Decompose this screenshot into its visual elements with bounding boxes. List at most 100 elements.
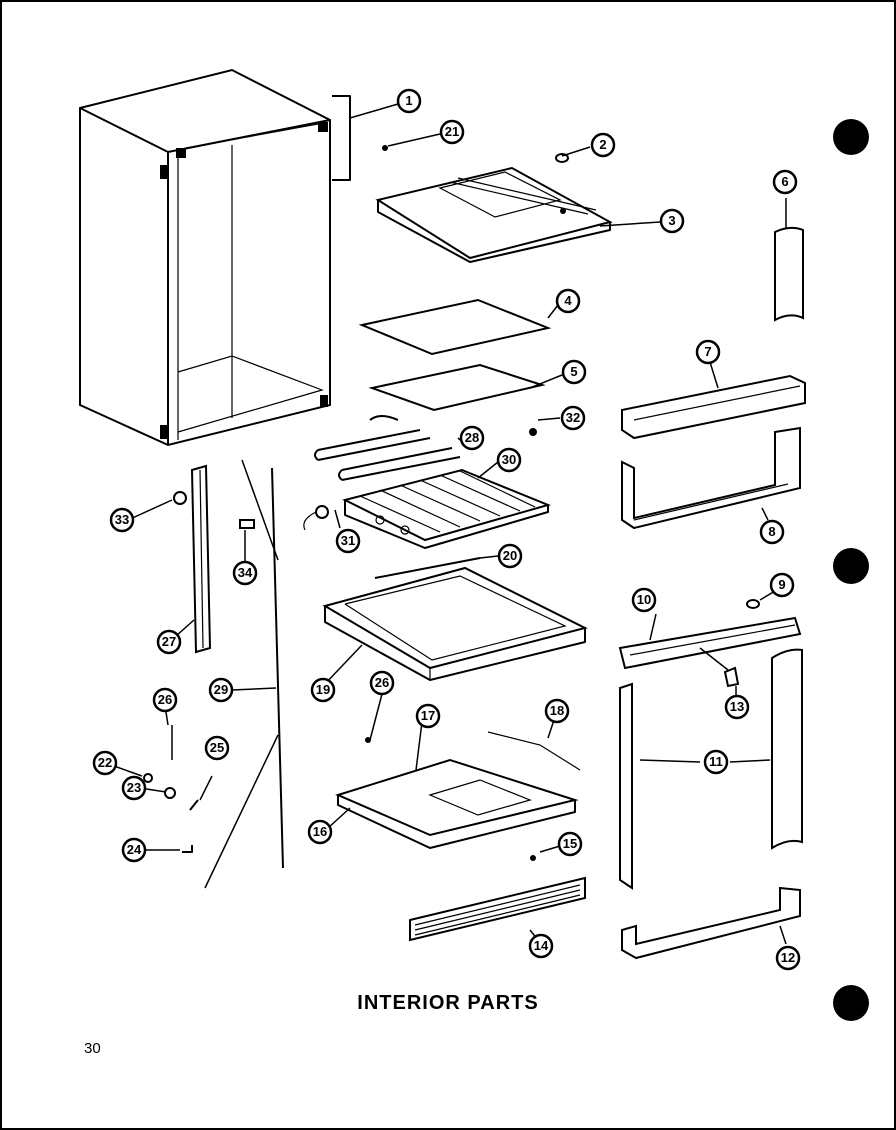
callout-18: 18 [544, 698, 570, 724]
svg-text:19: 19 [316, 682, 330, 697]
svg-text:9: 9 [778, 577, 785, 592]
svg-text:22: 22 [98, 755, 112, 770]
binder-hole-2 [833, 548, 869, 584]
washer-22 [143, 773, 153, 783]
evaporator-drain-pan-19 [322, 566, 588, 681]
svg-text:17: 17 [421, 708, 435, 723]
svg-text:26: 26 [158, 692, 172, 707]
callout-23: 23 [121, 775, 147, 801]
svg-text:34: 34 [238, 565, 253, 580]
binder-hole-3 [833, 985, 869, 1021]
callout-28: 28 [459, 425, 485, 451]
callout-30: 30 [496, 447, 522, 473]
svg-text:1: 1 [405, 93, 412, 108]
callout-26-middle: 26 [369, 670, 395, 696]
svg-text:32: 32 [566, 410, 580, 425]
door-shelf-end-6 [774, 226, 804, 322]
svg-text:24: 24 [127, 842, 142, 857]
svg-text:26: 26 [375, 675, 389, 690]
svg-text:13: 13 [730, 699, 744, 714]
drain-heater-20 [374, 557, 481, 579]
callout-5: 5 [561, 359, 587, 385]
clip-13 [723, 666, 740, 688]
callout-29: 29 [208, 677, 234, 703]
svg-text:8: 8 [768, 524, 775, 539]
svg-text:4: 4 [564, 293, 572, 308]
bearing-33 [173, 491, 187, 505]
door-shelf-10 [618, 616, 802, 670]
callout-26-left: 26 [152, 687, 178, 713]
svg-text:11: 11 [709, 754, 723, 769]
fitting-9 [746, 599, 760, 609]
page-number: 30 [84, 1040, 101, 1057]
defrost-heater-28 [314, 415, 461, 481]
callout-14: 14 [528, 933, 554, 959]
callout-15: 15 [557, 831, 583, 857]
svg-text:10: 10 [637, 592, 651, 607]
leader-line-upper [241, 459, 279, 561]
binder-hole-1 [833, 119, 869, 155]
freezer-floor-16 [335, 758, 579, 849]
callout-24: 24 [121, 837, 147, 863]
svg-text:2: 2 [599, 137, 606, 152]
callout-22: 22 [92, 750, 118, 776]
callout-6: 6 [772, 169, 798, 195]
clip-24 [182, 845, 193, 853]
plug-button-2 [555, 153, 569, 163]
svg-text:28: 28 [465, 430, 479, 445]
divider-post-27 [190, 464, 212, 654]
svg-text:33: 33 [115, 512, 129, 527]
leader-lines [113, 103, 787, 945]
evaporator-cover [375, 166, 613, 263]
door-end-cap-11-left [619, 682, 633, 890]
callout-34: 34 [232, 560, 258, 586]
callout-11: 11 [703, 749, 729, 775]
spring-25 [189, 799, 199, 811]
thermostat-31 [303, 505, 329, 531]
callout-33: 33 [109, 507, 135, 533]
cabinet-bracket [332, 95, 351, 181]
callout-27: 27 [156, 629, 182, 655]
insulation-panel-4 [358, 298, 552, 356]
door-end-cap-11-right [771, 648, 803, 850]
callout-32: 32 [560, 405, 586, 431]
svg-text:3: 3 [668, 213, 675, 228]
callout-25: 25 [204, 735, 230, 761]
svg-text:7: 7 [704, 344, 711, 359]
callout-9: 9 [769, 572, 795, 598]
callout-7: 7 [695, 339, 721, 365]
callout-19: 19 [310, 677, 336, 703]
callout-2: 2 [590, 132, 616, 158]
cabinet-liner [79, 68, 331, 447]
rod-29 [271, 467, 284, 869]
diagram-title: INTERIOR PARTS [357, 992, 539, 1014]
grille-14 [409, 876, 586, 942]
callout-31: 31 [335, 528, 361, 554]
svg-text:5: 5 [570, 364, 577, 379]
svg-text:27: 27 [162, 634, 176, 649]
svg-text:21: 21 [445, 124, 459, 139]
svg-text:16: 16 [313, 824, 327, 839]
svg-text:23: 23 [127, 780, 141, 795]
svg-text:20: 20 [503, 548, 517, 563]
callout-8: 8 [759, 519, 785, 545]
callout-1: 1 [396, 88, 422, 114]
svg-text:18: 18 [550, 703, 564, 718]
svg-text:15: 15 [563, 836, 577, 851]
callout-12: 12 [775, 945, 801, 971]
svg-text:29: 29 [214, 682, 228, 697]
door-shelf-7 [621, 374, 806, 440]
nut-23 [164, 787, 176, 799]
screw-34 [239, 519, 255, 529]
callout-21: 21 [439, 119, 465, 145]
screw-32 [529, 428, 537, 436]
leader-line-lower [204, 734, 279, 889]
heater-18 [487, 731, 581, 771]
door-shelf-8 [621, 426, 801, 530]
door-shelf-12 [621, 886, 801, 960]
callout-10: 10 [631, 587, 657, 613]
svg-text:14: 14 [534, 938, 549, 953]
screw-15 [530, 855, 536, 861]
